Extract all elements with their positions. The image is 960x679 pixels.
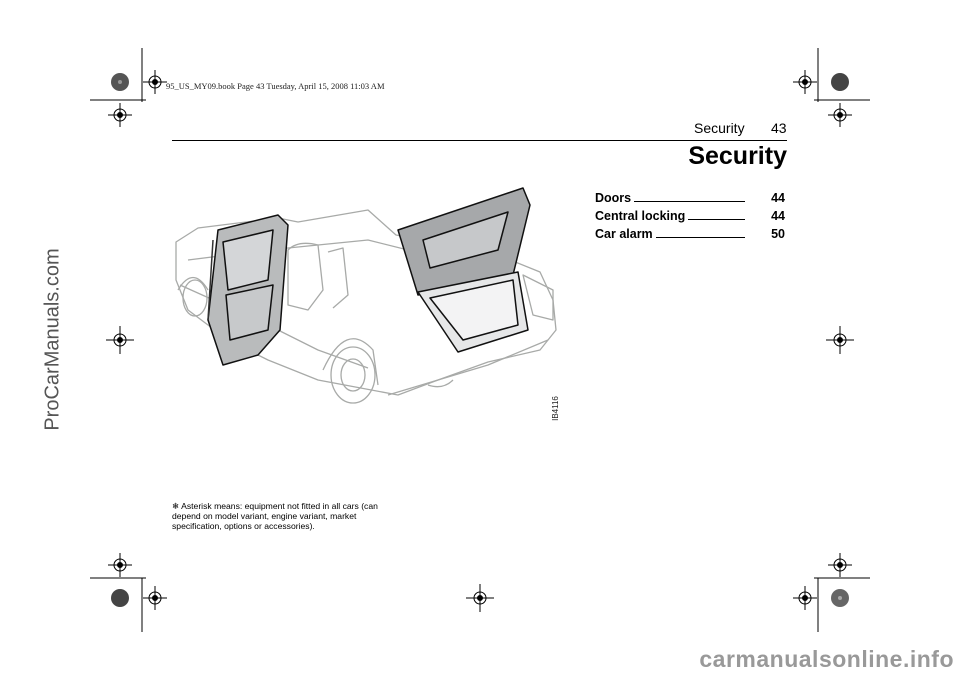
color-target-marks bbox=[111, 73, 849, 607]
asterisk-note-text: Asterisk means: equipment not fitted in … bbox=[172, 501, 378, 531]
car-illustration bbox=[175, 187, 557, 404]
asterisk-note: ❄ Asterisk means: equipment not fitted i… bbox=[172, 501, 392, 531]
toc-leader bbox=[688, 219, 745, 220]
toc-item-label: Doors bbox=[595, 191, 632, 205]
page-title: Security bbox=[688, 142, 787, 170]
snowflake-icon: ❄ bbox=[172, 501, 180, 511]
print-mark: 95_US_MY09.book Page 43 Tuesday, April 1… bbox=[166, 81, 385, 91]
open-trunk-lid bbox=[397, 187, 531, 296]
footer-watermark: carmanualsonline.info bbox=[699, 646, 954, 672]
toc-item-page: 44 bbox=[771, 191, 785, 205]
side-watermark: ProCarManuals.com bbox=[41, 248, 64, 431]
toc-item-page: 44 bbox=[771, 209, 785, 223]
running-section-title: Security bbox=[694, 120, 745, 136]
toc-item[interactable]: Car alarm 50 bbox=[595, 223, 785, 241]
figure-code: IB4116 bbox=[550, 396, 560, 421]
toc-item-label: Central locking bbox=[595, 209, 686, 223]
trunk-opening bbox=[417, 271, 529, 353]
toc-leader bbox=[655, 237, 745, 238]
open-door bbox=[207, 214, 289, 366]
crosshair-marks bbox=[106, 70, 854, 612]
toc-item[interactable]: Doors 44 bbox=[595, 187, 785, 205]
table-of-contents: Doors 44 Central locking 44 Car alarm 50 bbox=[595, 187, 785, 241]
page-number: 43 bbox=[771, 120, 787, 136]
toc-item[interactable]: Central locking 44 bbox=[595, 205, 785, 223]
toc-leader bbox=[634, 201, 745, 202]
toc-item-label: Car alarm bbox=[595, 227, 653, 241]
header-rule bbox=[172, 140, 787, 141]
toc-item-page: 50 bbox=[771, 227, 785, 241]
